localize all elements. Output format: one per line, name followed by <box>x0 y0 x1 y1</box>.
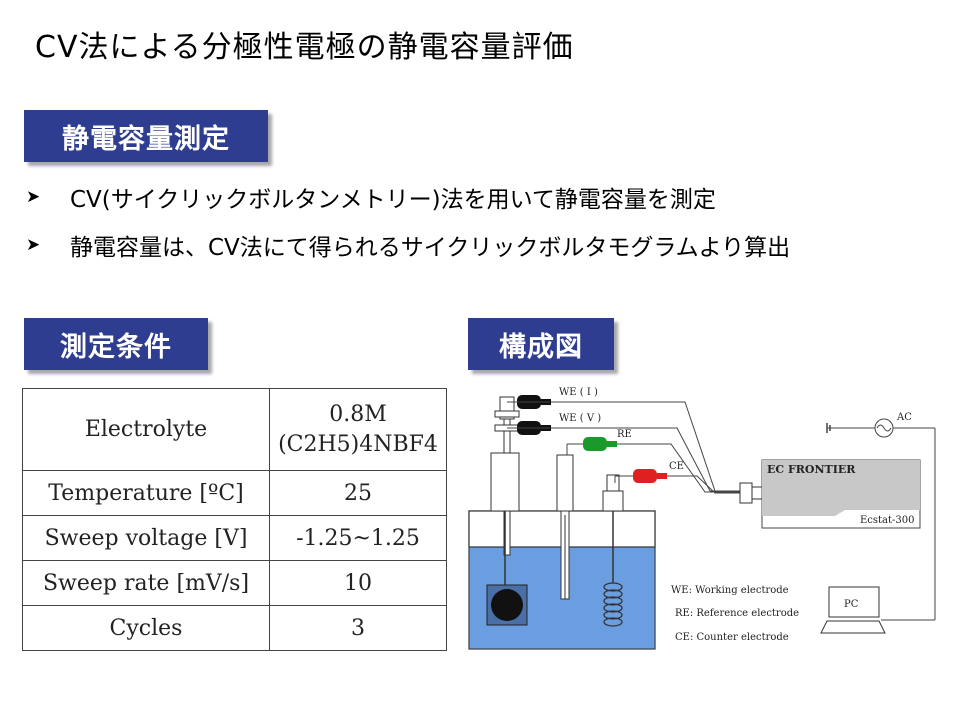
device-connector-neck <box>751 486 763 500</box>
working-electrode-disk <box>491 589 523 621</box>
counter-electrode-coil <box>603 582 623 627</box>
re-label: RE <box>617 429 632 440</box>
legend-we: WE: Working electrode <box>671 585 789 596</box>
potentiostat-panel <box>762 460 920 516</box>
model-label: Ecstat-300 <box>860 515 915 526</box>
condition-value: -1.25~1.25 <box>269 515 447 561</box>
pc-screen <box>828 586 880 618</box>
bullet-item-1: ➤ CV(サイクリックボルタンメトリー)法を用いて静電容量を測定 <box>26 180 716 214</box>
clip-re <box>583 437 617 451</box>
conditions-table: Electrolyte 0.8M (C2H5)4NBF4 Temperature… <box>22 388 447 651</box>
pc-keyboard <box>820 620 886 634</box>
ce-cap <box>606 474 620 492</box>
table-row: Sweep voltage [V] -1.25~1.25 <box>22 515 447 561</box>
we-clamp-bar <box>494 410 520 418</box>
section-capacitance-heading: 静電容量測定 <box>24 110 268 162</box>
condition-value: 25 <box>269 470 447 516</box>
table-row: Electrolyte 0.8M (C2H5)4NBF4 <box>22 388 447 471</box>
bullet-text-1: CV(サイクリックボルタンメトリー)法を用いて静電容量を測定 <box>70 187 716 213</box>
we-v-label: WE ( V ) <box>559 413 601 424</box>
clip-ce <box>633 469 667 483</box>
we-i-label: WE ( I ) <box>559 387 598 398</box>
ce-label: CE <box>669 461 684 472</box>
page-title: CV法による分極性電極の静電容量評価 <box>35 30 574 65</box>
section-config-heading: 構成図 <box>468 318 614 370</box>
condition-value: 10 <box>269 560 447 606</box>
device-label: EC FRONTIER <box>767 463 856 476</box>
ce-holder <box>602 490 624 512</box>
condition-label: Cycles <box>22 605 270 651</box>
ac-label: AC <box>896 412 912 423</box>
ac-wave <box>876 424 892 432</box>
setup-diagram: EC FRONTIER Ecstat-300 AC PC WE ( I ) WE… <box>468 387 936 650</box>
electrolyte-formula: (C2H5)4NBF4 <box>278 431 438 457</box>
arrow-bullet-icon: ➤ <box>26 187 41 207</box>
we-holder <box>490 452 520 512</box>
condition-value: 3 <box>269 605 447 651</box>
section-conditions-heading: 測定条件 <box>24 318 208 370</box>
condition-label: Electrolyte <box>22 388 270 471</box>
arrow-bullet-icon: ➤ <box>26 235 41 255</box>
condition-label: Temperature [ºC] <box>22 470 270 516</box>
table-row: Sweep rate [mV/s] 10 <box>22 560 447 606</box>
table-row: Temperature [ºC] 25 <box>22 470 447 516</box>
electrolyte-concentration: 0.8M <box>329 401 387 427</box>
condition-label: Sweep voltage [V] <box>22 515 270 561</box>
bullet-item-2: ➤ 静電容量は、CV法にて得られるサイクリックボルタモグラムより算出 <box>26 228 790 262</box>
table-row: Cycles 3 <box>22 605 447 651</box>
condition-value: 0.8M (C2H5)4NBF4 <box>269 388 447 471</box>
device-connector <box>739 482 753 504</box>
legend-re: RE: Reference electrode <box>675 608 799 619</box>
condition-label: Sweep rate [mV/s] <box>22 560 270 606</box>
bullet-text-2: 静電容量は、CV法にて得られるサイクリックボルタモグラムより算出 <box>70 235 791 261</box>
re-holder <box>556 454 574 512</box>
legend-ce: CE: Counter electrode <box>675 632 789 643</box>
pc-label: PC <box>844 599 859 610</box>
cables <box>507 401 740 494</box>
